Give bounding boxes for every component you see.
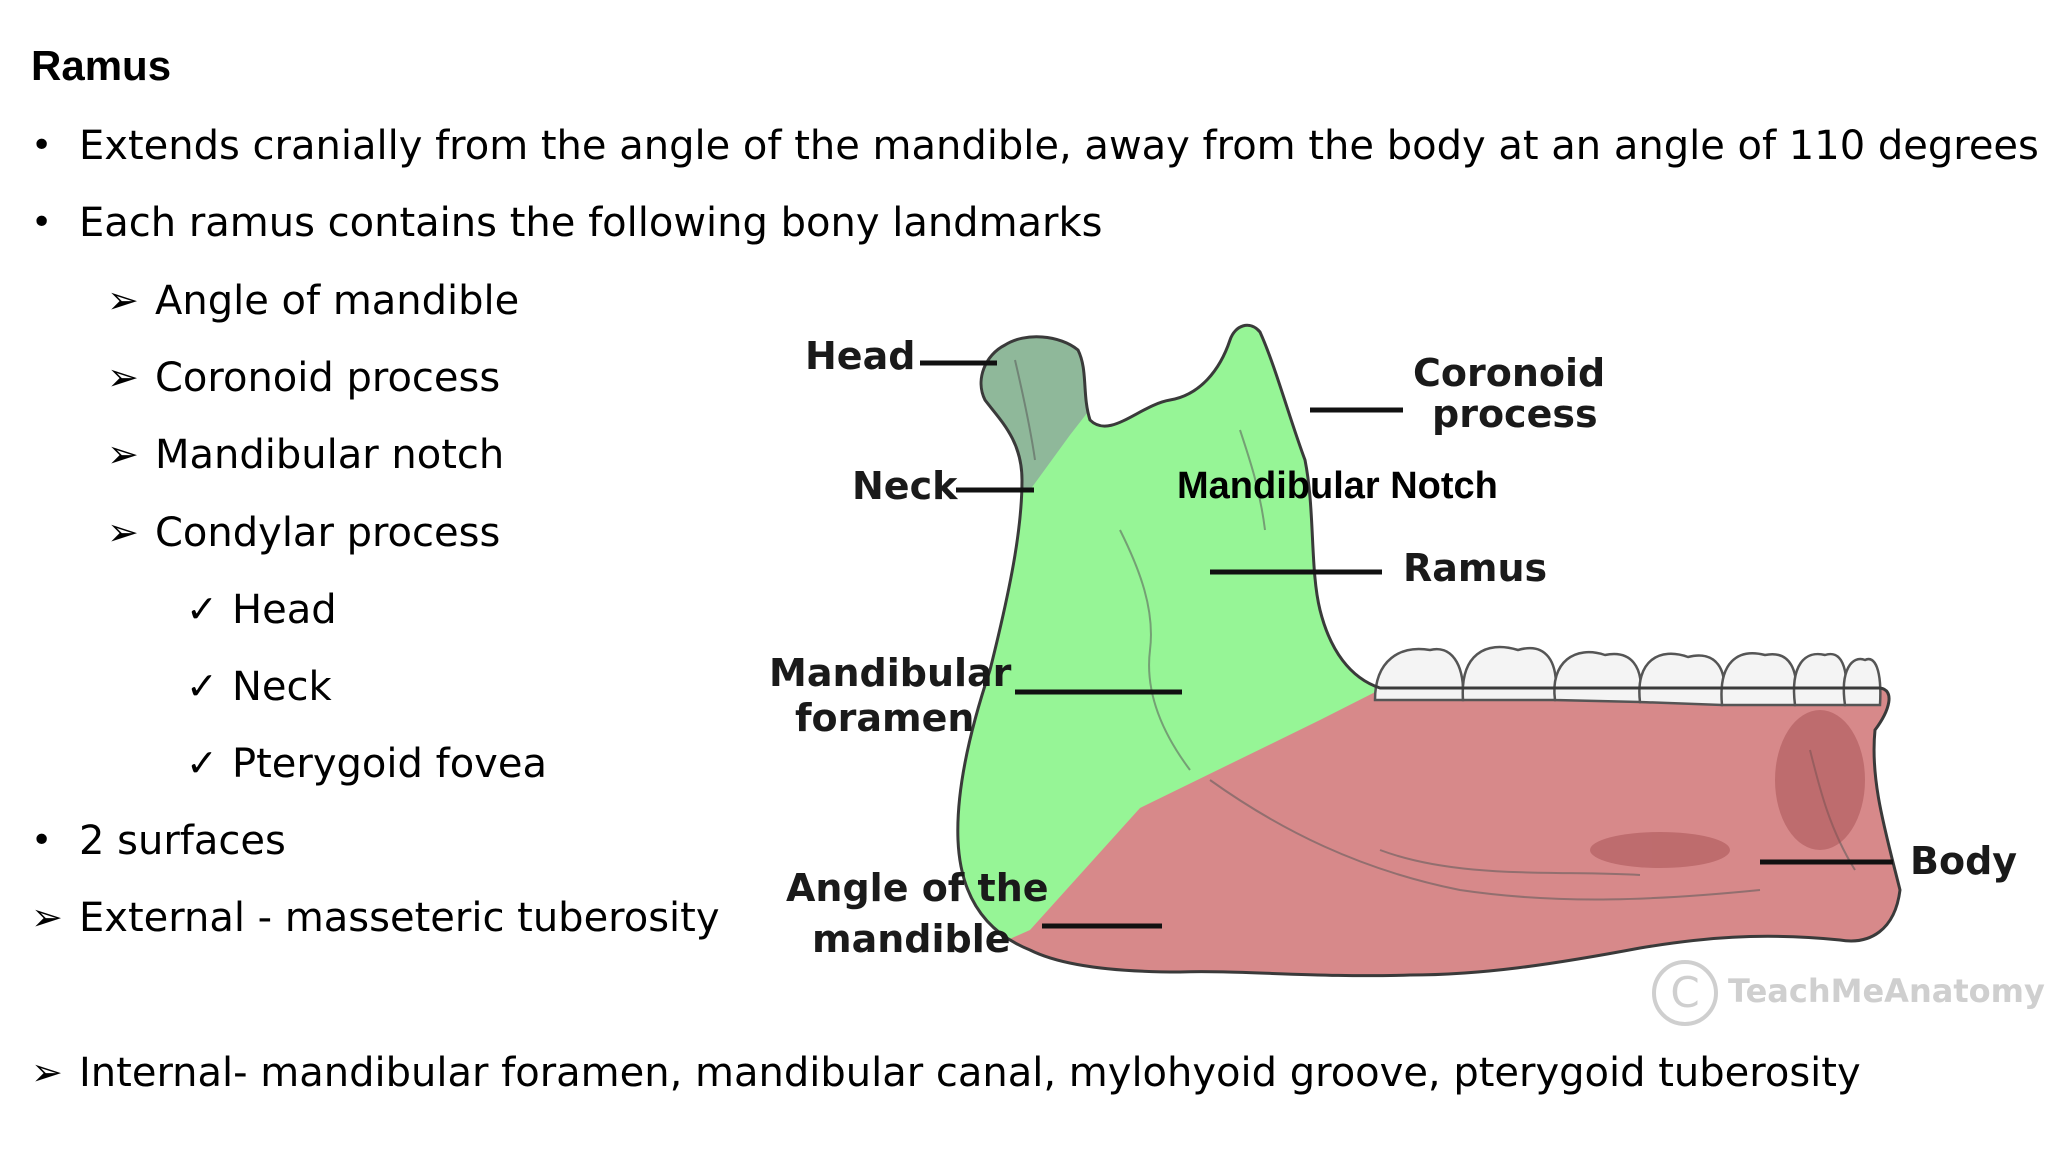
label-head: Head <box>805 334 916 378</box>
bullet-text: Each ramus contains the following bony l… <box>79 200 1103 246</box>
label-neck: Neck <box>852 464 958 508</box>
bone-outline <box>956 323 1902 978</box>
mandible-diagram: Head Neck Coronoid process Mandibular No… <box>760 310 2048 1050</box>
label-angle-line2: mandible <box>812 917 1011 961</box>
teeth <box>1373 645 1882 707</box>
label-mandibular-notch: Mandibular Notch <box>1177 465 1498 507</box>
checkmark-icon: ✓ <box>186 664 218 708</box>
bullet-text: Pterygoid fovea <box>232 741 547 787</box>
label-foramen-line2: foramen <box>795 696 975 740</box>
checkmark-icon: ✓ <box>186 587 218 631</box>
bullet-text: Coronoid process <box>155 355 501 401</box>
bullet-text: Mandibular notch <box>155 432 505 478</box>
bullet-dot: • <box>31 125 53 166</box>
bone-shading <box>1590 710 1865 868</box>
bullet-text: Condylar process <box>155 510 501 556</box>
leader-lines <box>920 360 1893 929</box>
mandible-illustration <box>920 323 1902 978</box>
arrow-bullet-icon: ➢ <box>107 278 139 322</box>
arrow-bullet-icon: ➢ <box>107 355 139 399</box>
label-angle-line1: Angle of the <box>786 866 1049 910</box>
arrow-bullet-icon: ➢ <box>31 895 63 939</box>
slide-title: Ramus <box>31 42 172 89</box>
bullet-text: Neck <box>232 664 332 710</box>
bullet-text: Internal- mandibular foramen, mandibular… <box>79 1050 1861 1096</box>
label-coronoid-line1: Coronoid <box>1413 351 1606 395</box>
copyright-watermark-icon: C <box>1652 960 1718 1026</box>
bullet-dot: • <box>31 202 53 243</box>
label-foramen-line1: Mandibular <box>769 651 1012 695</box>
bullet-text: External - masseteric tuberosity <box>79 895 720 941</box>
arrow-bullet-icon: ➢ <box>107 432 139 476</box>
label-ramus: Ramus <box>1403 546 1548 590</box>
bullet-dot: • <box>31 820 53 861</box>
bullet-text: Head <box>232 587 337 633</box>
watermark-text: TeachMeAnatomy <box>1728 972 2045 1010</box>
bullet-text: Extends cranially from the angle of the … <box>79 123 2039 169</box>
bullet-text: 2 surfaces <box>79 818 286 864</box>
arrow-bullet-icon: ➢ <box>107 510 139 554</box>
checkmark-icon: ✓ <box>186 741 218 785</box>
label-body: Body <box>1910 839 2018 883</box>
label-coronoid-line2: process <box>1432 392 1598 436</box>
bone-texture <box>1014 359 1856 901</box>
bullet-text: Angle of mandible <box>155 278 520 324</box>
arrow-bullet-icon: ➢ <box>31 1050 63 1094</box>
